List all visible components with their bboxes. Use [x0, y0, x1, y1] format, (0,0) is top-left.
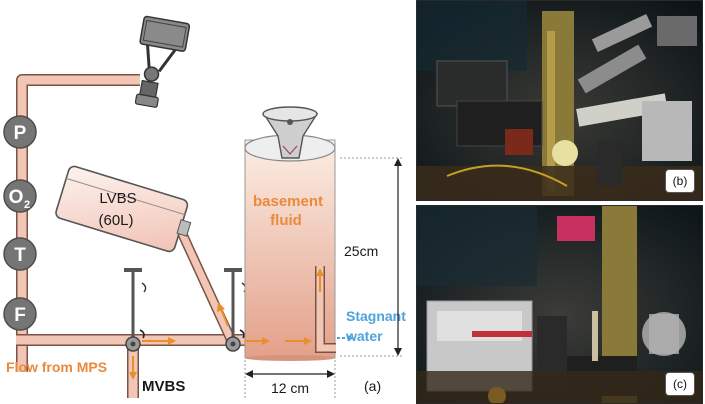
photo-c: (c) — [416, 205, 703, 404]
svg-text:O: O — [9, 187, 24, 208]
photo-b: (b) — [416, 0, 703, 201]
valve-lvbs — [225, 336, 241, 352]
svg-text:T: T — [14, 245, 26, 266]
lvbs-container — [55, 165, 192, 253]
valve-mvbs — [125, 336, 141, 352]
stagnant-label-line1: Stagnant — [346, 308, 406, 324]
lvbs-pipe — [176, 228, 237, 345]
stagnant-label-line2: water — [345, 328, 383, 344]
funnel-icon — [262, 106, 319, 159]
flow-arrow-down — [129, 356, 137, 380]
underwater-photo-c — [417, 206, 702, 403]
lvbs-label-line1: LVBS — [99, 190, 136, 207]
flow-arrow-up-tube — [316, 268, 324, 292]
flow-sensor: F — [3, 297, 37, 331]
svg-text:2: 2 — [24, 199, 30, 211]
flow-arrows — [129, 268, 324, 380]
chamber-label-line1: basement — [253, 193, 323, 210]
flow-arrow-right-3 — [285, 337, 312, 345]
underwater-photo-b — [417, 1, 702, 200]
outlet-tube — [315, 266, 336, 353]
width-label: 12 cm — [271, 380, 309, 396]
flow-arrow-right-2 — [245, 337, 270, 345]
sampler-device — [134, 15, 191, 108]
height-dimension — [340, 157, 404, 357]
svg-text:P: P — [14, 123, 27, 144]
temperature-sensor: T — [3, 237, 37, 271]
svg-text:F: F — [14, 305, 26, 326]
flow-arrow-up-lvbs — [217, 302, 229, 327]
sampling-system-diagram: P O 2 T F LVBS (60L) — [3, 15, 406, 400]
valve-handle-mvbs — [124, 268, 147, 339]
photo-c-label: (c) — [665, 372, 695, 396]
panel-a-label: (a) — [364, 378, 381, 394]
photo-b-label: (b) — [665, 169, 695, 193]
chamber-label-line2: fluid — [270, 212, 302, 229]
pressure-sensor: P — [3, 115, 37, 149]
flow-arrow-right-1 — [142, 337, 176, 345]
oxygen-sensor: O 2 — [3, 179, 37, 213]
mvbs-label: MVBS — [142, 378, 185, 395]
height-label: 25cm — [344, 243, 378, 259]
sensor-column: P O 2 T F — [3, 115, 37, 331]
stagnant-water-arrow — [337, 335, 354, 341]
flow-from-mps-label: Flow from MPS — [6, 359, 107, 375]
lvbs-label-line2: (60L) — [98, 212, 133, 229]
width-dimension — [244, 360, 336, 400]
